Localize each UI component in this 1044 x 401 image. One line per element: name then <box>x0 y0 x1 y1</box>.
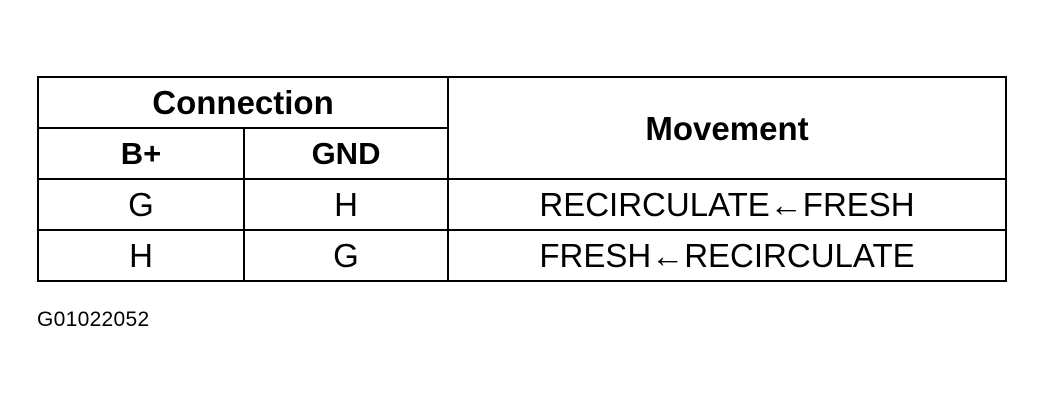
bplus-header: B+ <box>37 127 245 180</box>
movement-header: Movement <box>447 76 1008 180</box>
header-row-2: B+ GND <box>37 127 1006 180</box>
gnd-header: GND <box>242 127 450 180</box>
movement-cell: RECIRCULATE←FRESH <box>447 178 1008 231</box>
table-row: H G FRESH←RECIRCULATE <box>37 229 1008 282</box>
bplus-cell: G <box>37 178 245 231</box>
header-row-1: Connection Movement <box>36 76 1008 180</box>
table-row: G H RECIRCULATE←FRESH <box>37 178 1008 231</box>
gnd-cell: G <box>242 229 450 282</box>
connection-table: Connection Movement B+ GND G H RECIRCULA… <box>36 76 1008 282</box>
figure-id: G01022052 <box>37 308 150 331</box>
bplus-cell: H <box>37 229 245 282</box>
gnd-cell: H <box>242 178 450 231</box>
movement-cell: FRESH←RECIRCULATE <box>447 229 1008 282</box>
connection-header: Connection <box>36 76 450 129</box>
